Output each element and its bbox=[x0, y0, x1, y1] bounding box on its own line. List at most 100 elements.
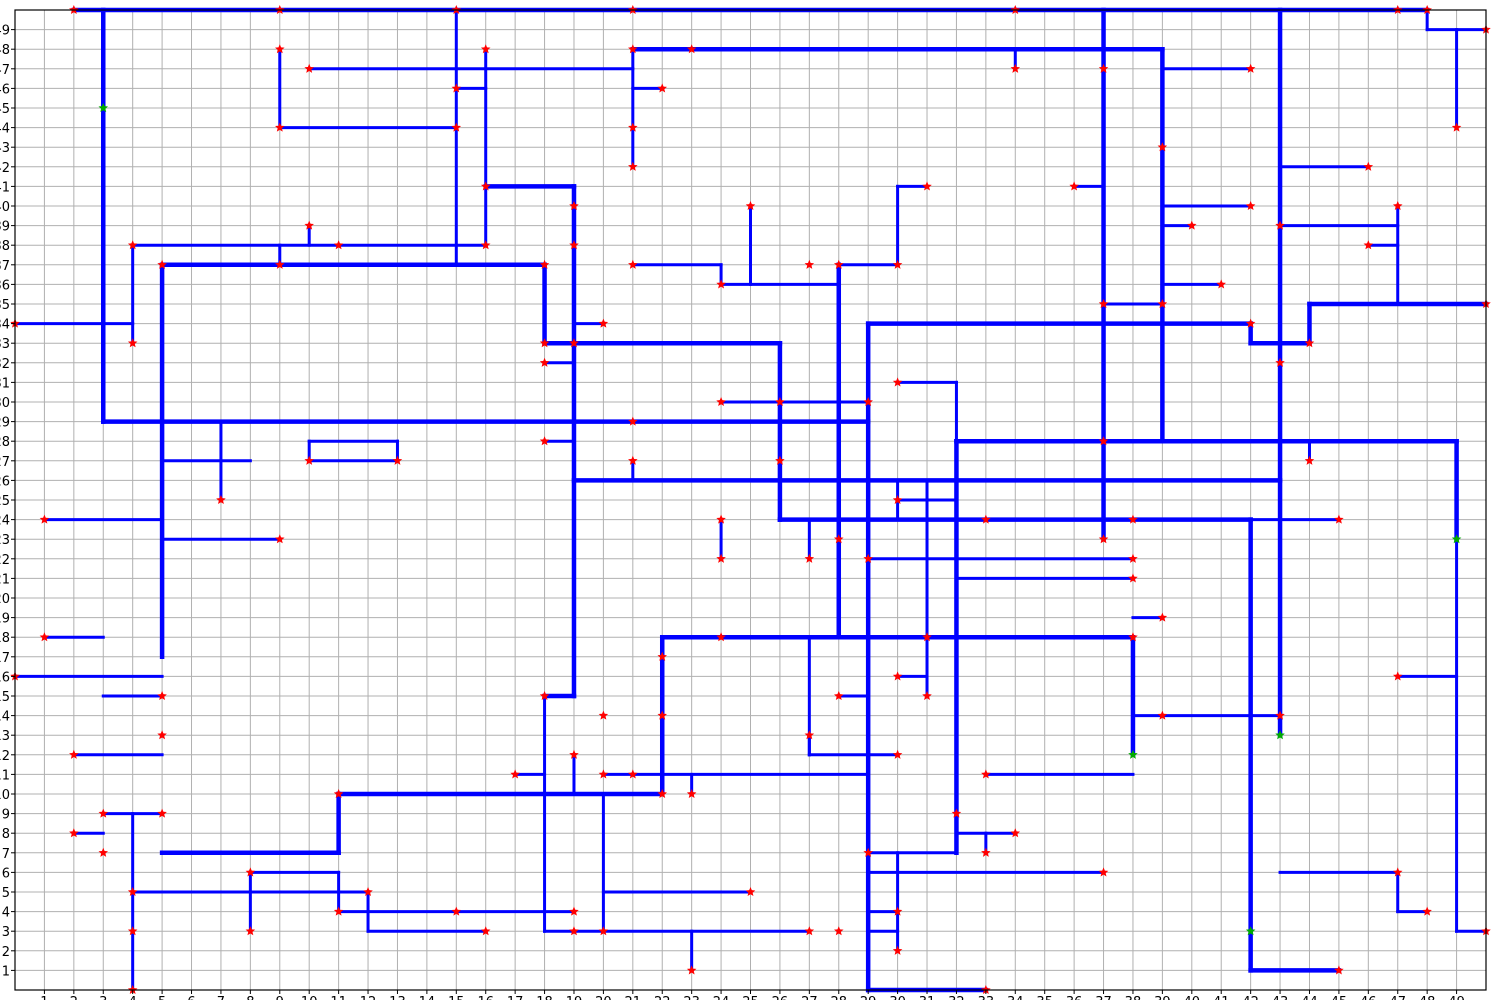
node-marker bbox=[1010, 828, 1021, 838]
node-marker bbox=[539, 691, 550, 701]
node-marker bbox=[686, 789, 697, 799]
node-marker bbox=[657, 651, 667, 661]
node-marker bbox=[628, 259, 638, 269]
y-tick-label: 14 bbox=[0, 710, 10, 725]
y-tick-label: 33 bbox=[0, 337, 10, 352]
y-tick-label: 13 bbox=[0, 729, 10, 744]
x-tick-label: 46 bbox=[1360, 995, 1377, 1000]
node-marker bbox=[834, 259, 844, 269]
node-marker bbox=[69, 749, 79, 759]
source-node-marker bbox=[1245, 926, 1256, 936]
node-marker bbox=[1451, 122, 1462, 132]
node-marker bbox=[804, 553, 815, 563]
node-marker bbox=[981, 514, 991, 524]
y-tick-label: 2 bbox=[2, 945, 10, 960]
node-marker bbox=[775, 455, 785, 465]
node-marker bbox=[1275, 710, 1285, 720]
x-tick-label: 8 bbox=[246, 995, 254, 1000]
node-marker bbox=[569, 906, 579, 916]
x-tick-label: 37 bbox=[1095, 995, 1112, 1000]
node-marker bbox=[981, 769, 991, 779]
y-tick-label: 17 bbox=[0, 651, 10, 666]
node-marker bbox=[628, 161, 638, 171]
x-tick-label: 10 bbox=[301, 995, 318, 1000]
node-marker bbox=[1334, 514, 1344, 524]
node-marker bbox=[1392, 671, 1403, 681]
y-tick-label: 23 bbox=[0, 533, 10, 548]
x-tick-label: 26 bbox=[772, 995, 789, 1000]
y-tick-label: 34 bbox=[0, 318, 10, 333]
source-node-marker bbox=[1128, 749, 1138, 759]
y-tick-label: 28 bbox=[0, 435, 10, 450]
y-tick-label: 39 bbox=[0, 220, 10, 235]
y-tick-label: 35 bbox=[0, 298, 10, 313]
node-marker bbox=[569, 749, 579, 759]
node-marker bbox=[892, 749, 903, 759]
node-marker bbox=[157, 691, 167, 701]
node-marker bbox=[1157, 142, 1168, 152]
plot-frame bbox=[14, 9, 1487, 991]
node-marker bbox=[1010, 63, 1021, 73]
node-marker bbox=[863, 553, 873, 563]
node-marker bbox=[1157, 612, 1168, 622]
node-marker bbox=[451, 83, 462, 93]
node-marker bbox=[745, 201, 756, 211]
node-marker bbox=[1098, 299, 1109, 309]
node-marker bbox=[834, 691, 844, 701]
x-tick-label: 27 bbox=[801, 995, 818, 1000]
y-tick-label: 46 bbox=[0, 82, 10, 97]
x-tick-label: 2 bbox=[70, 995, 78, 1000]
node-marker bbox=[716, 553, 726, 563]
node-marker bbox=[657, 83, 667, 93]
node-marker bbox=[598, 318, 609, 328]
x-tick-label: 7 bbox=[217, 995, 225, 1000]
y-tick-label: 7 bbox=[2, 847, 10, 862]
x-tick-label: 42 bbox=[1242, 995, 1259, 1000]
node-marker bbox=[275, 122, 285, 132]
y-tick-label: 40 bbox=[0, 200, 10, 215]
node-marker bbox=[1392, 201, 1403, 211]
x-tick-label: 4 bbox=[129, 995, 137, 1000]
x-tick-label: 34 bbox=[1007, 995, 1024, 1000]
node-marker bbox=[1245, 318, 1256, 328]
node-marker bbox=[716, 279, 726, 289]
node-marker bbox=[275, 534, 285, 544]
node-marker bbox=[98, 808, 109, 818]
node-marker bbox=[1157, 299, 1168, 309]
y-tick-label: 12 bbox=[0, 749, 10, 764]
node-marker bbox=[1363, 240, 1374, 250]
x-tick-label: 18 bbox=[536, 995, 553, 1000]
x-tick-label: 22 bbox=[654, 995, 671, 1000]
node-marker bbox=[39, 514, 50, 524]
y-tick-label: 6 bbox=[2, 866, 10, 881]
y-tick-label: 24 bbox=[0, 514, 10, 529]
x-tick-label: 28 bbox=[830, 995, 847, 1000]
node-marker bbox=[686, 965, 697, 975]
node-marker bbox=[480, 44, 491, 54]
y-tick-label: 15 bbox=[0, 690, 10, 705]
node-marker bbox=[922, 632, 932, 642]
node-marker bbox=[333, 240, 344, 250]
x-tick-label: 9 bbox=[276, 995, 284, 1000]
node-marker bbox=[657, 789, 667, 799]
y-tick-label: 22 bbox=[0, 553, 10, 568]
x-tick-label: 29 bbox=[860, 995, 877, 1000]
node-marker bbox=[628, 122, 638, 132]
node-marker bbox=[775, 397, 785, 407]
node-marker bbox=[275, 259, 285, 269]
node-marker bbox=[598, 769, 609, 779]
node-marker bbox=[892, 259, 903, 269]
node-marker bbox=[480, 181, 491, 191]
y-tick-label: 38 bbox=[0, 239, 10, 254]
node-marker bbox=[304, 220, 314, 230]
x-tick-label: 5 bbox=[158, 995, 166, 1000]
y-tick-label: 20 bbox=[0, 592, 10, 607]
node-marker bbox=[834, 534, 844, 544]
y-tick-label: 29 bbox=[0, 416, 10, 431]
node-marker bbox=[480, 926, 491, 936]
x-tick-label: 21 bbox=[625, 995, 642, 1000]
node-marker bbox=[539, 338, 550, 348]
node-marker bbox=[598, 710, 609, 720]
node-marker bbox=[686, 44, 697, 54]
